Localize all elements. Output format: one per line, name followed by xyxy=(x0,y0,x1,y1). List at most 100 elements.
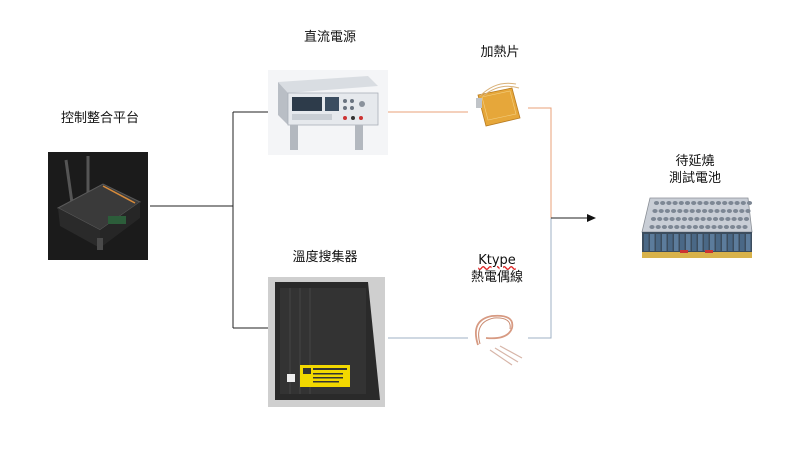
battery-label-bottom: 測試電池 xyxy=(668,171,721,186)
battery-cell-front xyxy=(662,234,667,251)
battery-cell-top xyxy=(739,209,745,213)
battery-cell-top xyxy=(715,201,722,205)
battery-cell-top xyxy=(742,225,748,229)
data-logger-label: 溫度搜集器 xyxy=(292,250,358,265)
controller-label: 控制整合平台 xyxy=(60,111,139,126)
power-supply-label: 直流電源 xyxy=(303,30,356,45)
battery-cell-top xyxy=(661,225,668,229)
battery-cell-front xyxy=(668,234,673,251)
battery-cell-front xyxy=(716,234,721,251)
battery-cells xyxy=(649,201,753,229)
battery-cell-top xyxy=(723,225,730,229)
label-power-supply: 直流電源 xyxy=(290,29,370,46)
battery-cell-front xyxy=(698,234,703,251)
battery-cell-top xyxy=(655,225,661,229)
battery-cell-front xyxy=(734,234,739,251)
battery-cell-top xyxy=(684,201,691,205)
battery-cell-front xyxy=(704,234,709,251)
battery-cell-top xyxy=(672,201,678,205)
label-thermocouple: Ktype 熱電偶線 xyxy=(462,252,532,286)
battery-cell-top xyxy=(728,201,734,205)
battery-cell-top xyxy=(675,217,681,221)
battery-cell-top xyxy=(708,209,714,213)
battery-cell-top xyxy=(668,225,674,229)
thermocouple-wire-icon xyxy=(468,308,528,370)
thermocouple-label: 熱電偶線 xyxy=(470,270,523,285)
battery-cell-top xyxy=(699,225,705,229)
battery-cell-front xyxy=(692,234,697,251)
heating-pad-icon xyxy=(468,72,528,142)
battery-cell-top xyxy=(691,201,697,205)
battery-cell-top xyxy=(663,217,669,221)
battery-cell-front xyxy=(740,234,745,251)
battery-cell-top xyxy=(740,201,746,205)
battery-label-top: 待延燒 xyxy=(675,154,715,169)
battery-cell-top xyxy=(652,209,658,213)
thermocouple-type-label: Ktype xyxy=(478,253,516,268)
battery-cell-top xyxy=(733,209,739,213)
battery-cell-top xyxy=(736,225,742,229)
label-battery: 待延燒 測試電池 xyxy=(655,153,735,187)
battery-cell-top xyxy=(712,217,719,221)
battery-cell-top xyxy=(669,217,675,221)
arrow-head xyxy=(587,214,596,222)
connectors xyxy=(150,107,596,339)
battery-cell-top xyxy=(694,217,700,221)
dc-power-supply-icon xyxy=(268,70,388,155)
battery-cell-top xyxy=(734,201,740,205)
battery-cell-top xyxy=(725,217,731,221)
battery-cell-top xyxy=(700,217,706,221)
battery-cell-top xyxy=(746,201,753,205)
battery-cell-top xyxy=(706,217,712,221)
battery-cell-front xyxy=(722,234,727,251)
battery-cell-front xyxy=(644,234,649,251)
label-heater: 加熱片 xyxy=(470,44,530,61)
battery-cell-top xyxy=(705,225,711,229)
battery-cell-top xyxy=(714,209,720,213)
connector-heater-merge xyxy=(528,107,552,218)
battery-cell-top xyxy=(650,217,657,221)
battery-cell-top xyxy=(726,209,733,213)
battery-cells-front xyxy=(644,234,751,251)
battery-cell-top xyxy=(709,201,715,205)
battery-pack-icon xyxy=(641,197,753,258)
battery-cell-front xyxy=(650,234,655,251)
battery-cell-top xyxy=(717,225,723,229)
battery-cell-top xyxy=(688,217,694,221)
battery-cell-top xyxy=(666,201,672,205)
battery-cell-top xyxy=(689,209,695,213)
battery-cell-top xyxy=(681,217,688,221)
battery-cell-front xyxy=(686,234,691,251)
battery-cell-top xyxy=(653,201,660,205)
battery-cell-top xyxy=(692,225,699,229)
battery-cell-top xyxy=(702,209,708,213)
battery-cell-top xyxy=(695,209,702,213)
battery-cell-front xyxy=(674,234,679,251)
label-controller: 控制整合平台 xyxy=(52,110,148,127)
battery-cell-top xyxy=(711,225,717,229)
battery-cell-top xyxy=(677,209,683,213)
battery-cell-top xyxy=(743,217,750,221)
battery-cell-top xyxy=(649,225,655,229)
battery-cell-top xyxy=(657,217,663,221)
battery-cell-top xyxy=(664,209,671,213)
battery-cell-top xyxy=(680,225,686,229)
battery-cell-top xyxy=(658,209,664,213)
connector-thermocouple-merge xyxy=(528,218,552,339)
battery-cell-top xyxy=(737,217,743,221)
battery-cell-top xyxy=(678,201,684,205)
battery-cell-top xyxy=(674,225,680,229)
battery-cell-top xyxy=(671,209,677,213)
battery-cell-top xyxy=(683,209,689,213)
battery-cell-top xyxy=(720,209,726,213)
battery-cell-front xyxy=(680,234,685,251)
battery-cell-front xyxy=(746,234,751,251)
label-data-logger: 溫度搜集器 xyxy=(280,249,370,266)
battery-cell-front xyxy=(656,234,661,251)
battery-cell-top xyxy=(722,201,728,205)
embedded-controller-icon xyxy=(48,152,148,260)
battery-cell-front xyxy=(728,234,733,251)
battery-cell-top xyxy=(697,201,703,205)
battery-cell-front xyxy=(710,234,715,251)
